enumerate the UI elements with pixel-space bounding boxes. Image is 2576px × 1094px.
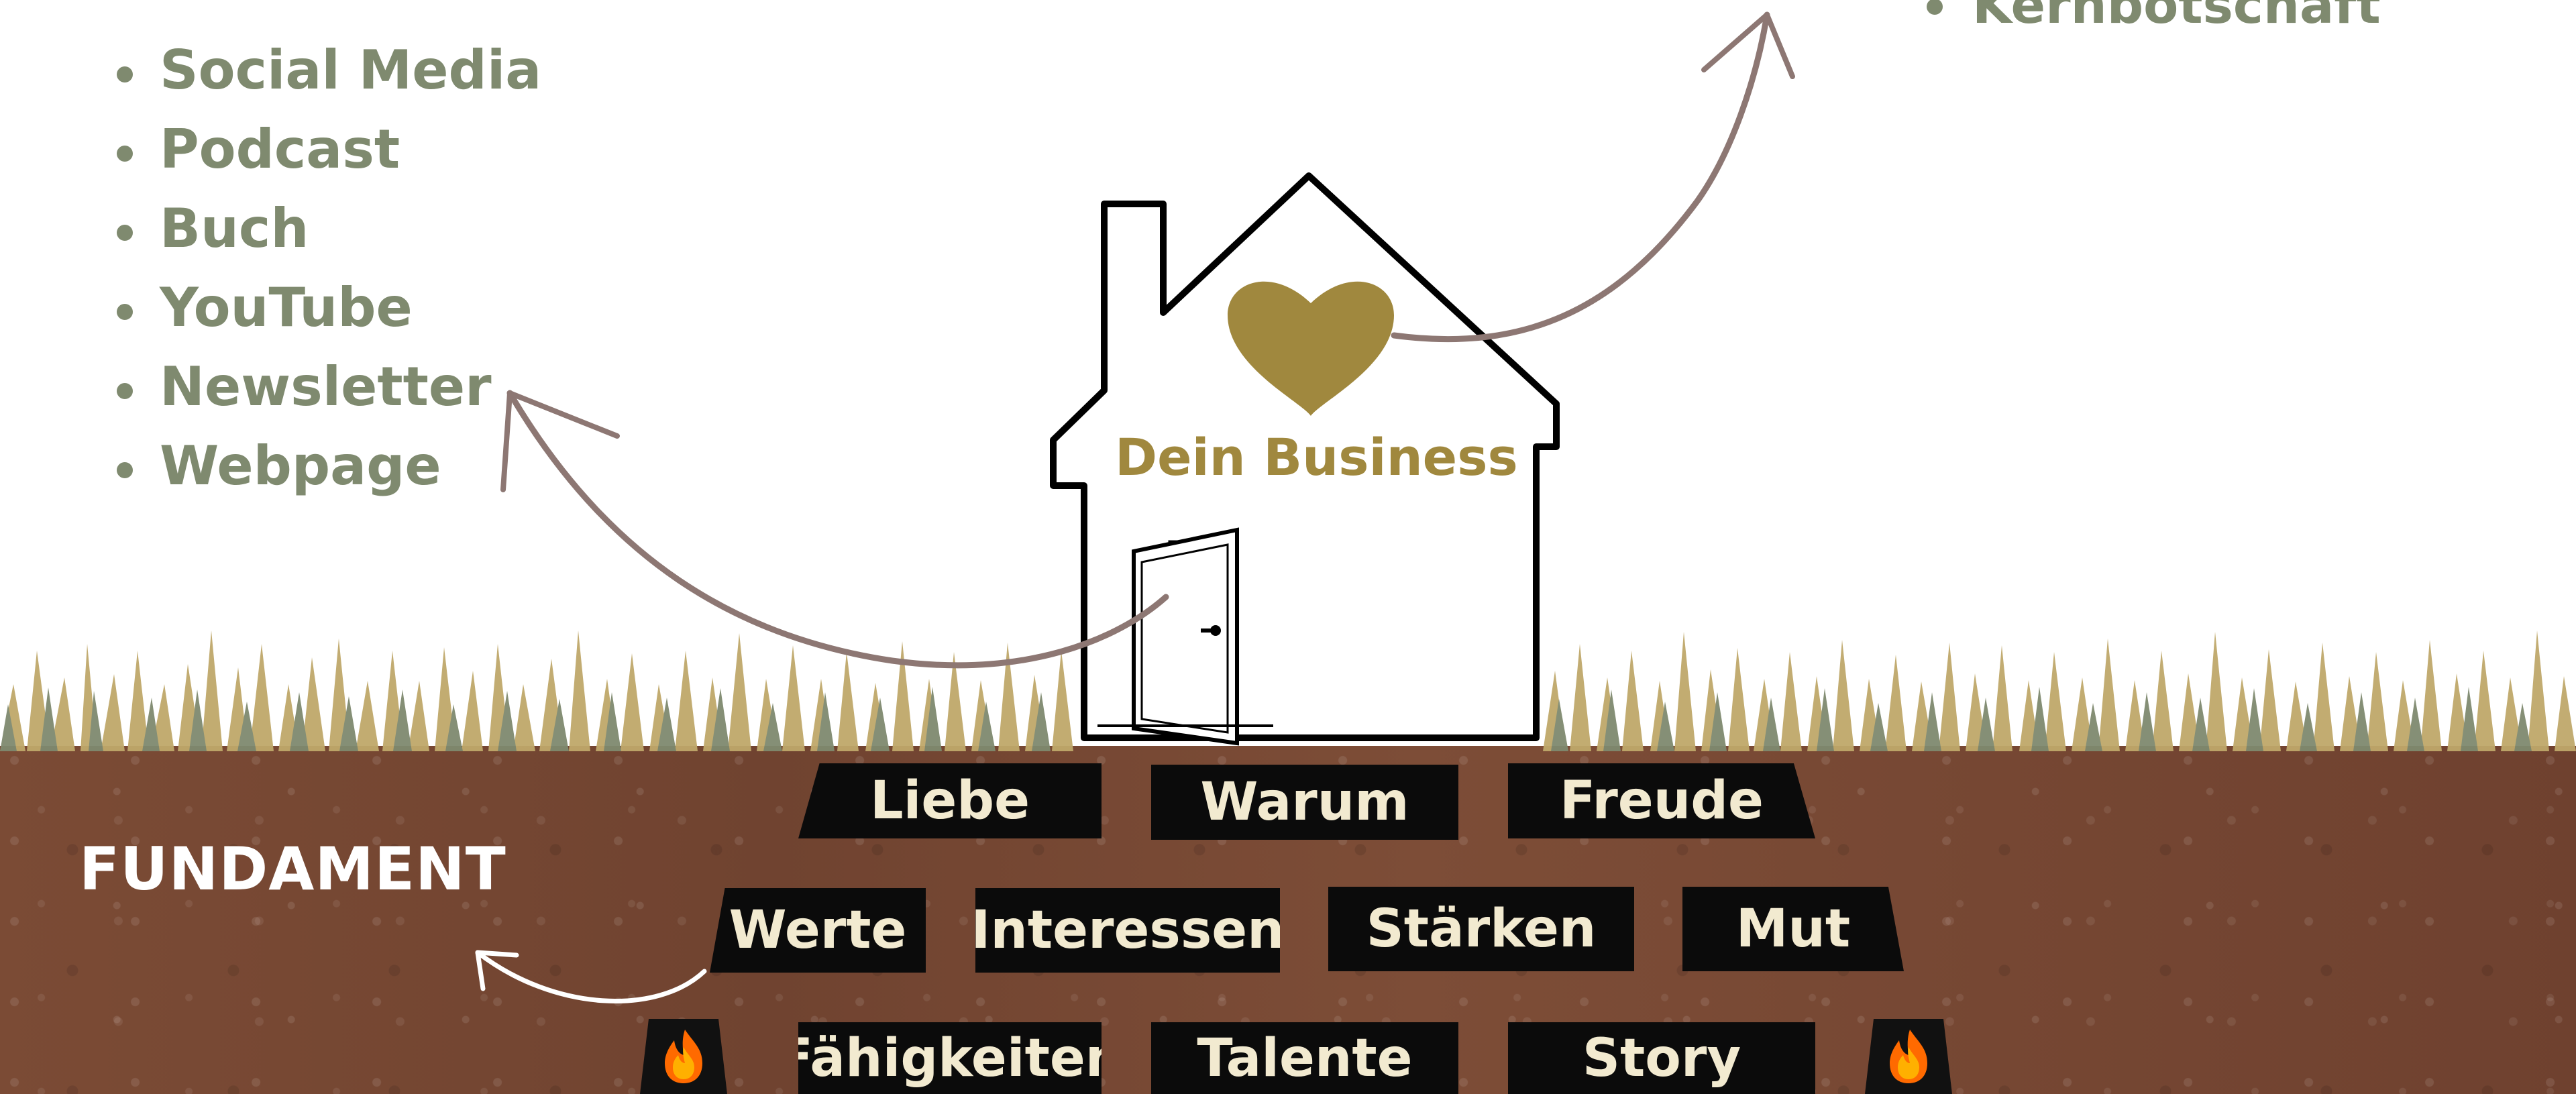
fire-icon — [665, 1030, 702, 1083]
arrow-head — [1701, 12, 1795, 79]
foundation-title: FUNDAMENT — [79, 834, 506, 904]
grass-strip — [0, 631, 2576, 751]
right-list-item: Kernbotschaft — [1925, 0, 2381, 32]
foundation-brick: Freude — [1508, 763, 1815, 838]
house-label: Dein Business — [1115, 427, 1518, 487]
list-item: Social Media — [109, 31, 541, 110]
foundation-brick: Werte — [710, 888, 926, 973]
channels-list: Social Media Podcast Buch YouTube Newsle… — [109, 31, 541, 506]
fire-icon — [1865, 1019, 1952, 1094]
foundation-brick: Warum — [1151, 765, 1458, 840]
fire-icon — [1890, 1030, 1927, 1083]
foundation-brick: Liebe — [798, 763, 1102, 838]
list-item: YouTube — [109, 268, 541, 347]
list-item: Buch — [109, 189, 541, 268]
foundation-brick: Story — [1508, 1022, 1815, 1094]
list-item: Podcast — [109, 110, 541, 189]
foundation-brick: Fähigkeiten — [798, 1022, 1102, 1094]
foundation-brick: Mut — [1682, 887, 1904, 971]
foundation-brick: Talente — [1151, 1022, 1458, 1094]
foundation-brick: Interessen — [975, 888, 1280, 973]
list-item: Newsletter — [109, 347, 541, 427]
fire-icon — [640, 1019, 727, 1094]
foundation-brick: Stärken — [1328, 887, 1634, 971]
list-item: Webpage — [109, 427, 541, 506]
